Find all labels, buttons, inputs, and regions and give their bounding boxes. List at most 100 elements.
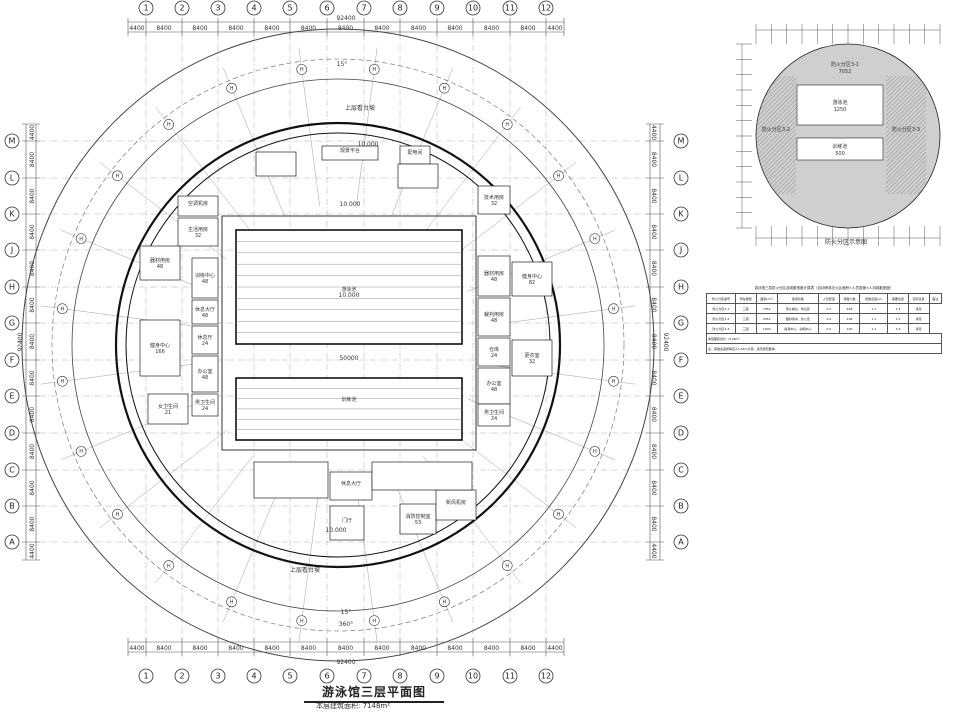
plan-title: 游泳馆三层平面图 — [304, 683, 444, 703]
angle-total-label: 360° — [339, 621, 353, 628]
bay-dim-bottom: 4400 — [547, 645, 562, 652]
column-bubble-top-3: 3 — [210, 0, 226, 16]
plan-area-label: 本层建筑面积: 7148m² — [316, 702, 391, 710]
bay-dim-left: 8400 — [29, 297, 36, 312]
column-bubble-bottom-6: 6 — [319, 668, 335, 684]
svg-text:G: G — [9, 319, 15, 328]
bay-dim-right: 8400 — [650, 370, 657, 385]
table-cell: 428 — [838, 303, 861, 314]
table-cell: 1.1 — [859, 303, 889, 314]
svg-text:8: 8 — [397, 672, 402, 681]
bay-dim-bottom: 4400 — [129, 645, 144, 652]
svg-text:7: 7 — [361, 672, 366, 681]
row-bubble-left-K: K — [4, 206, 20, 222]
room-right-0-area: 32 — [491, 201, 497, 207]
room-left-6-name: 休息厅 — [197, 334, 212, 341]
bay-dim-bottom: 8400 — [374, 645, 389, 652]
table-cell: 满足 — [907, 303, 930, 314]
room-right-7 — [477, 403, 511, 427]
bay-dim-bottom: 8400 — [484, 645, 499, 652]
room-top-1-name: 配电间 — [407, 149, 422, 156]
table-row: 注：疏散宽度按每百人0.65m计算，满足规范要求。 — [706, 343, 942, 354]
svg-text:H: H — [300, 618, 304, 624]
row-bubble-left-M: M — [4, 133, 20, 149]
column-bubble-top-10: 10 — [465, 0, 481, 16]
column-bubble-top-9: 9 — [429, 0, 445, 16]
room-bottom-2-area: 53 — [415, 520, 421, 526]
svg-text:J: J — [679, 246, 682, 255]
stair-top-right — [397, 163, 439, 189]
bay-dim-left: 8400 — [29, 334, 36, 349]
room-left-3-name: 健身中心 — [150, 342, 170, 349]
room-left-5-area: 48 — [202, 313, 208, 319]
bay-dim-right: 8400 — [650, 261, 657, 276]
overall-dim-left: 92400 — [17, 332, 24, 351]
svg-text:H: H — [9, 283, 15, 292]
table-cell: 三层 — [734, 313, 757, 324]
room-right-1-area: 48 — [491, 277, 497, 283]
svg-text:E: E — [9, 392, 14, 401]
column-bubble-bottom-7: 7 — [356, 668, 372, 684]
zone-label-training: 训练池 — [832, 143, 847, 150]
fire-table-header-5: 疏散人数 — [838, 293, 861, 304]
room-right-6 — [511, 339, 553, 377]
column-bubble-top-11: 11 — [502, 0, 518, 16]
overall-dim-right: 92400 — [662, 332, 669, 351]
row-bubble-left-E: E — [4, 388, 20, 404]
room-left-8 — [191, 393, 219, 417]
fire-table-header-9: 备注 — [928, 293, 942, 304]
svg-text:12: 12 — [541, 672, 551, 681]
bay-dim-left: 8400 — [29, 152, 36, 167]
svg-text:H: H — [372, 618, 376, 624]
room-right-4-area: 24 — [491, 353, 497, 359]
room-left-5 — [191, 299, 219, 325]
fire-table-header-2: 面积(m²) — [755, 293, 778, 304]
room-left-6 — [191, 325, 219, 355]
level-label-4: 10.000 — [326, 527, 347, 534]
stair-top-left — [255, 151, 297, 177]
column-bubble-bottom-2: 2 — [174, 668, 190, 684]
fire-table-header-8: 实际宽度 — [907, 293, 930, 304]
dimension-lines — [22, 18, 664, 656]
table-cell: 3052 — [755, 313, 778, 324]
bay-dim-top: 4400 — [547, 25, 562, 32]
room-bottom-2 — [399, 503, 437, 535]
svg-text:7: 7 — [361, 4, 366, 13]
room-right-4 — [477, 337, 511, 367]
room-bottom-1-name: 门厅 — [342, 517, 352, 524]
radial-axis-bubble: H — [589, 446, 601, 457]
training-pool-label: 训练池 — [341, 396, 356, 403]
bay-dim-right: 8400 — [650, 188, 657, 203]
room-right-5-name: 办公室 — [486, 380, 501, 387]
bay-dim-top: 8400 — [520, 25, 535, 32]
radial-axis-bubble: H — [608, 375, 619, 387]
row-bubble-right-F: F — [673, 352, 689, 368]
svg-text:D: D — [678, 429, 684, 438]
pool-width-dim: 50000 — [339, 355, 358, 362]
room-left-1-name: 生活用房 — [188, 226, 208, 233]
svg-text:2: 2 — [179, 4, 184, 13]
svg-text:4: 4 — [251, 672, 256, 681]
svg-text:H: H — [230, 600, 234, 606]
svg-text:G: G — [678, 319, 684, 328]
svg-text:E: E — [678, 392, 683, 401]
radial-axis-bubble: H — [75, 233, 87, 244]
room-right-7-name: 男卫生间 — [484, 409, 504, 416]
svg-text:L: L — [679, 174, 684, 183]
row-bubble-left-L: L — [4, 170, 20, 186]
room-right-3 — [477, 297, 511, 337]
column-bubble-top-1: 1 — [138, 0, 154, 16]
svg-text:H: H — [505, 563, 509, 569]
row-bubble-right-J: J — [673, 242, 689, 258]
bay-dim-top: 8400 — [338, 25, 353, 32]
column-bubble-bottom-11: 11 — [502, 668, 518, 684]
row-bubble-right-B: B — [673, 498, 689, 514]
canopy-outline — [71, 78, 605, 612]
table-cell: 器材用房、办公室 — [776, 313, 820, 324]
radial-axis-bubble: H — [501, 119, 513, 130]
table-cell: 防火分区3-3 — [706, 323, 736, 334]
room-bottom-right-block — [371, 461, 473, 491]
room-left-9-name: 女卫生间 — [158, 403, 178, 410]
room-bottom-left-block — [253, 461, 329, 499]
row-bubble-right-C: C — [673, 462, 689, 478]
